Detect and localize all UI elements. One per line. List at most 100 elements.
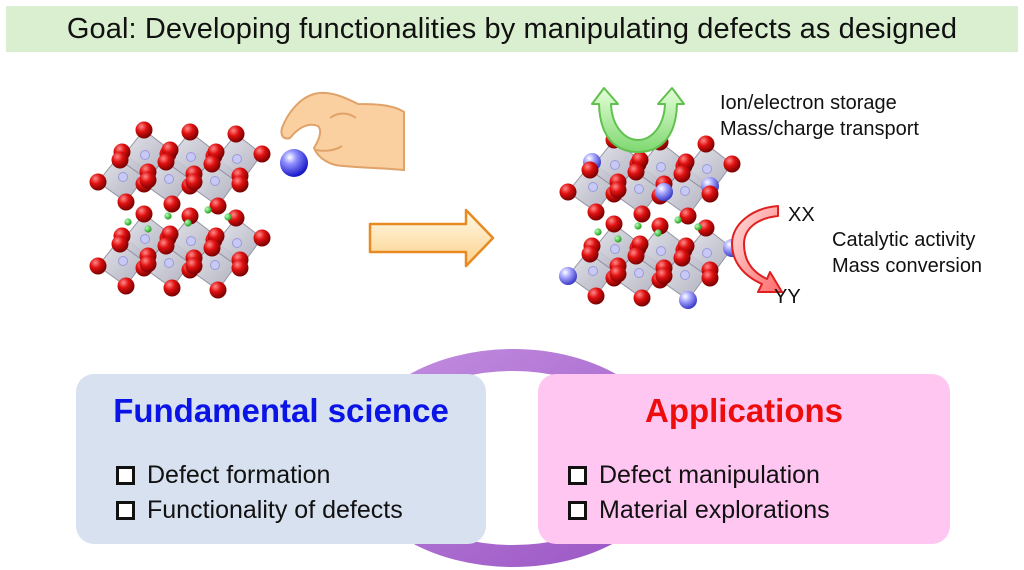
b-site-atom (164, 258, 174, 268)
interstitial-atom (594, 228, 602, 236)
interstitial-atom (204, 206, 212, 214)
oxygen-atom (227, 209, 245, 227)
storage-line-2: Mass/charge transport (720, 118, 919, 140)
storage-annotation: Ion/electron storage Mass/charge transpo… (720, 90, 919, 142)
b-site-atom (186, 236, 196, 246)
oxygen-atom (253, 145, 271, 163)
oxygen-atom (89, 257, 107, 275)
oxygen-atom (627, 247, 645, 265)
oxygen-atom (605, 215, 623, 233)
b-site-atom (210, 260, 220, 270)
interstitial-atom (654, 229, 662, 237)
oxygen-atom (587, 203, 605, 221)
fundamental-science-list: Defect formation Functionality of defect… (116, 458, 403, 528)
b-site-atom (164, 174, 174, 184)
catalysis-annotation: Catalytic activity Mass conversion (832, 227, 982, 279)
b-site-atom (232, 154, 242, 164)
oxygen-atom (697, 135, 715, 153)
b-site-atom (634, 268, 644, 278)
oxygen-atom (253, 229, 271, 247)
oxygen-atom (581, 161, 599, 179)
crystal-structure-before (89, 121, 271, 299)
defect-atom (655, 183, 673, 201)
transform-arrow-icon (368, 208, 495, 268)
b-site-atom (634, 184, 644, 194)
oxygen-atom (163, 195, 181, 213)
interstitial-atom (184, 219, 192, 227)
list-item-label: Defect manipulation (599, 461, 820, 489)
oxygen-atom (209, 281, 227, 299)
b-site-atom (140, 234, 150, 244)
interstitial-atom (144, 225, 152, 233)
reactant-label: XX (788, 204, 815, 226)
list-item-label: Material explorations (599, 496, 830, 524)
oxygen-atom (139, 171, 157, 189)
list-item: Defect formation (116, 458, 403, 493)
checkbox-icon (116, 501, 135, 520)
b-site-atom (610, 244, 620, 254)
oxygen-atom (181, 123, 199, 141)
fundamental-science-box: Fundamental science Defect formation Fun… (76, 374, 486, 544)
b-site-atom (232, 238, 242, 248)
list-item: Functionality of defects (116, 493, 403, 528)
oxygen-atom (111, 235, 129, 253)
hand-icon (280, 92, 405, 172)
oxygen-atom (111, 151, 129, 169)
list-item: Material explorations (568, 493, 830, 528)
oxygen-atom (231, 259, 249, 277)
defect-atom-held (280, 149, 308, 177)
goal-text: Goal: Developing functionalities by mani… (66, 12, 958, 45)
defect-atom (559, 267, 577, 285)
oxygen-atom (673, 249, 691, 267)
applications-list: Defect manipulation Material exploration… (568, 458, 830, 528)
oxygen-atom (559, 183, 577, 201)
interstitial-atom (124, 218, 132, 226)
b-site-atom (588, 182, 598, 192)
b-site-atom (210, 176, 220, 186)
b-site-atom (118, 256, 128, 266)
oxygen-atom (157, 237, 175, 255)
oxygen-atom (697, 219, 715, 237)
oxygen-atom (157, 153, 175, 171)
interstitial-atom (614, 235, 622, 243)
green-cycle-arrow-icon (591, 87, 685, 153)
interstitial-atom (224, 213, 232, 221)
oxygen-atom (135, 205, 153, 223)
oxygen-atom (609, 181, 627, 199)
b-site-atom (186, 152, 196, 162)
oxygen-atom (723, 155, 741, 173)
oxygen-atom (203, 239, 221, 257)
oxygen-atom (655, 267, 673, 285)
oxygen-atom (673, 165, 691, 183)
oxygen-atom (163, 279, 181, 297)
checkbox-icon (568, 501, 587, 520)
oxygen-atom (89, 173, 107, 191)
b-site-atom (680, 270, 690, 280)
oxygen-atom (633, 289, 651, 307)
catalysis-line-1: Catalytic activity (832, 229, 976, 251)
checkbox-icon (116, 466, 135, 485)
defect-atom (679, 291, 697, 309)
interstitial-atom (634, 222, 642, 230)
b-site-atom (702, 248, 712, 258)
oxygen-atom (231, 175, 249, 193)
b-site-atom (656, 246, 666, 256)
oxygen-atom (587, 287, 605, 305)
oxygen-atom (117, 193, 135, 211)
catalysis-line-2: Mass conversion (832, 255, 983, 277)
oxygen-atom (135, 121, 153, 139)
oxygen-atom (209, 197, 227, 215)
list-item-label: Defect formation (147, 461, 331, 489)
interstitial-atom (694, 223, 702, 231)
oxygen-atom (627, 163, 645, 181)
checkbox-icon (568, 466, 587, 485)
list-item: Defect manipulation (568, 458, 830, 493)
oxygen-atom (679, 207, 697, 225)
applications-box: Applications Defect manipulation Materia… (538, 374, 950, 544)
oxygen-atom (227, 125, 245, 143)
oxygen-atom (701, 269, 719, 287)
reaction-arrow-icon (731, 205, 783, 293)
list-item-label: Functionality of defects (147, 496, 403, 524)
storage-line-1: Ion/electron storage (720, 92, 897, 114)
oxygen-atom (203, 155, 221, 173)
